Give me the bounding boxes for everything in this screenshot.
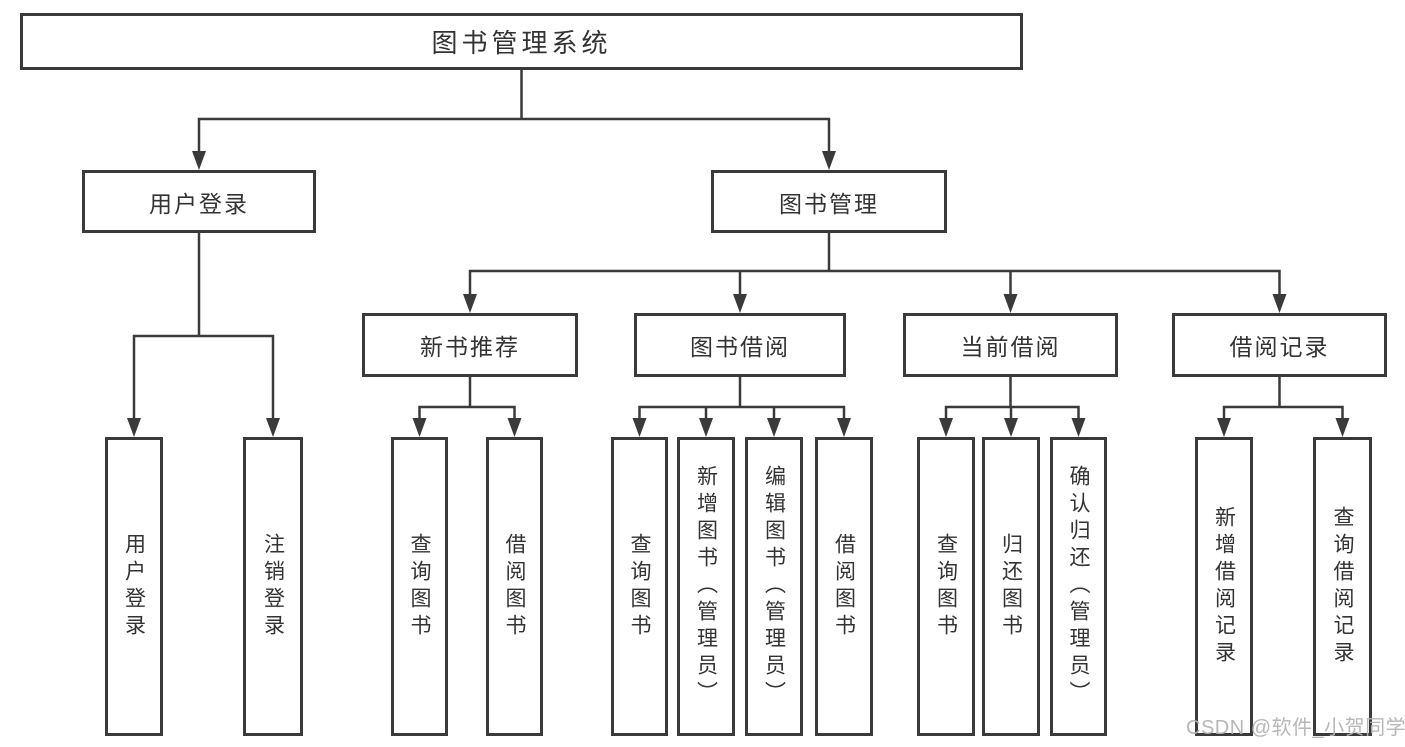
node-new-book-recommend: 新书推荐: [362, 313, 578, 377]
leaf-query-borrow-record: 查询借阅记录: [1313, 437, 1372, 736]
leaf-query-books-current: 查询图书: [917, 437, 975, 736]
leaf-add-books-admin: 新增图书（管理员）: [677, 437, 735, 736]
node-borrowing-records: 借阅记录: [1172, 313, 1387, 377]
leaf-borrow-books-borrowing: 借阅图书: [815, 437, 873, 736]
leaf-edit-books-admin: 编辑图书（管理员）: [745, 437, 803, 736]
leaf-borrow-books-recommend: 借阅图书: [486, 437, 543, 736]
leaf-logout: 注销登录: [243, 437, 303, 736]
node-current-borrowing: 当前借阅: [903, 313, 1118, 377]
leaf-query-books-recommend: 查询图书: [391, 437, 448, 736]
leaf-confirm-return-admin: 确认归还（管理员）: [1050, 437, 1107, 736]
node-book-management: 图书管理: [711, 170, 947, 233]
csdn-watermark: CSDN @软件_小贺同学: [1186, 717, 1405, 739]
node-user-login: 用户登录: [82, 170, 316, 233]
leaf-user-login: 用户登录: [105, 437, 163, 736]
node-book-borrowing: 图书借阅: [634, 313, 846, 377]
node-library-management-system: 图书管理系统: [20, 13, 1023, 70]
leaf-query-books-borrowing: 查询图书: [611, 437, 668, 736]
leaf-add-borrow-record: 新增借阅记录: [1195, 437, 1253, 736]
leaf-return-books: 归还图书: [982, 437, 1040, 736]
arrowheads: [127, 151, 1350, 437]
